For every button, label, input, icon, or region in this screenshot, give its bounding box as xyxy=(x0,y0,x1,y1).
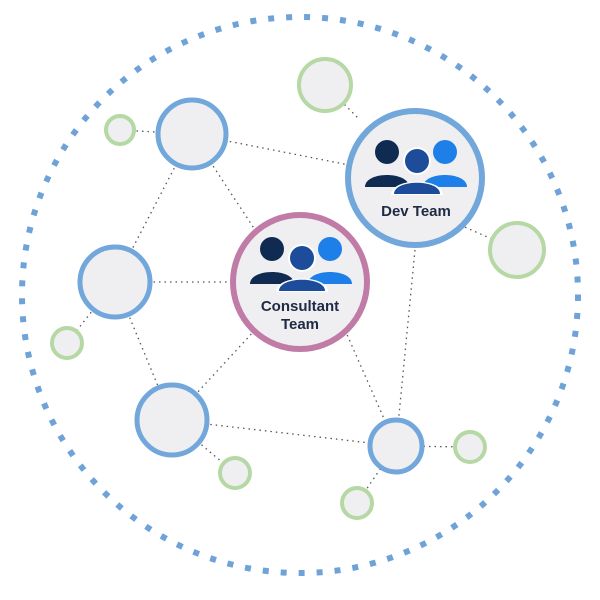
connector xyxy=(395,249,416,447)
connector xyxy=(171,329,256,421)
connector xyxy=(66,281,116,344)
consultant-team-node: Consultant Team xyxy=(230,212,370,352)
dev-team-circle xyxy=(345,108,485,248)
green-node xyxy=(453,430,487,464)
blue-node xyxy=(155,97,229,171)
consultant-team-label-line1: Consultant xyxy=(261,298,339,315)
people-group-icon xyxy=(365,140,467,195)
consultant-team-label-line2: Team xyxy=(281,316,319,333)
connector xyxy=(171,419,397,447)
green-node xyxy=(340,486,374,520)
dev-team-label: Dev Team xyxy=(381,203,451,220)
green-node xyxy=(297,57,353,113)
green-node xyxy=(218,456,252,490)
blue-node xyxy=(77,244,153,320)
green-node xyxy=(488,221,546,279)
people-group-icon xyxy=(250,237,352,292)
outer-dotted-ring xyxy=(19,14,581,576)
green-node xyxy=(50,326,84,360)
blue-node xyxy=(134,382,210,458)
blue-node xyxy=(367,417,425,475)
green-node xyxy=(104,114,136,146)
dev-team-node: Dev Team xyxy=(345,108,485,248)
